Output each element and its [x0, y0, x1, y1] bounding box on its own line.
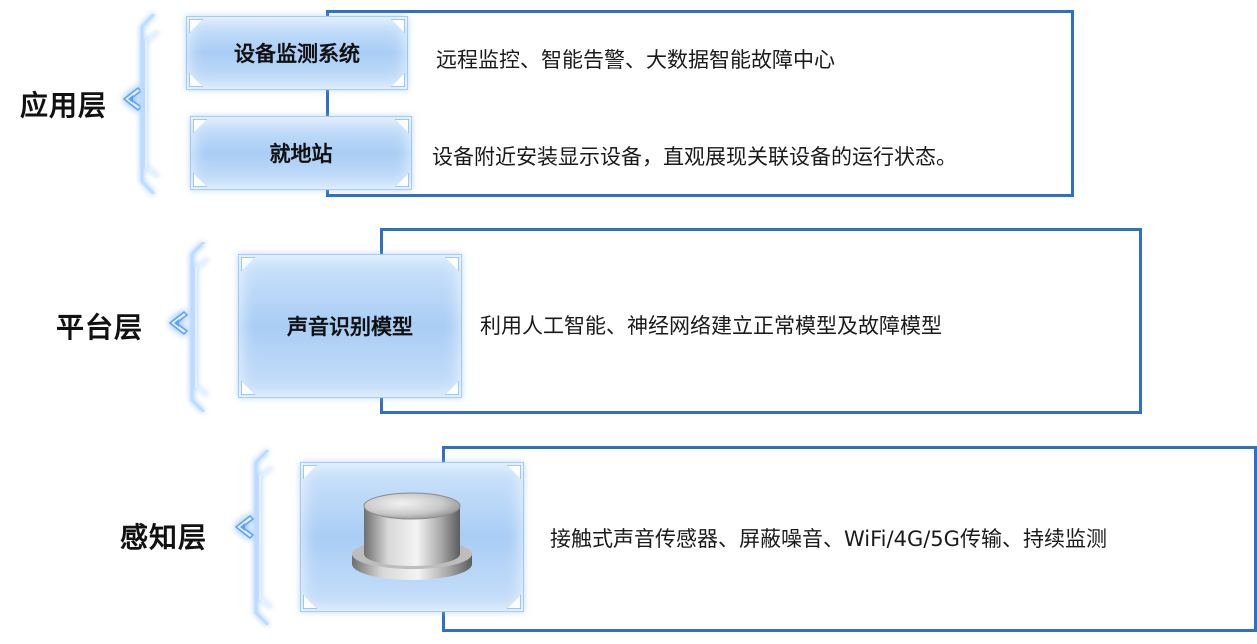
tile-corner-icon [193, 173, 207, 187]
tile-corner-icon [193, 119, 207, 133]
tile-corner-icon [395, 173, 409, 187]
bracket-icon [132, 14, 160, 194]
tile-label: 就地站 [269, 142, 333, 166]
acoustic-sensor-image [352, 492, 472, 580]
tile-label: 设备监测系统 [234, 42, 360, 66]
description-acoustic-sensor: 接触式声音传感器、屏蔽噪音、WiFi/4G/5G传输、持续监测 [550, 527, 1107, 551]
tile-acoustic-sensor [300, 462, 524, 612]
tile-corner-icon [445, 257, 459, 271]
tile-corner-icon [241, 381, 255, 395]
tile-corner-icon [395, 119, 409, 133]
tile-corner-icon [189, 19, 203, 33]
tile-label: 声音识别模型 [287, 315, 413, 339]
tile-local-station: 就地站 [190, 116, 412, 190]
description-sound-recognition: 利用人工智能、神经网络建立正常模型及故障模型 [480, 314, 942, 338]
tile-corner-icon [445, 381, 459, 395]
tile-corner-icon [507, 465, 521, 479]
tile-corner-icon [303, 465, 317, 479]
tile-corner-icon [391, 19, 405, 33]
tile-corner-icon [507, 595, 521, 609]
layer-label-platform: 平台层 [56, 311, 144, 344]
application-layer-frame [326, 10, 1074, 197]
layer-label-application: 应用层 [20, 89, 108, 122]
tile-corner-icon [241, 257, 255, 271]
bracket-icon [182, 242, 210, 412]
tile-corner-icon [391, 73, 405, 87]
bracket-icon [246, 450, 274, 625]
description-device-monitoring: 远程监控、智能告警、大数据智能故障中心 [436, 48, 835, 72]
tile-corner-icon [189, 73, 203, 87]
layer-label-perception: 感知层 [120, 521, 208, 554]
tile-sound-recognition-model: 声音识别模型 [238, 254, 462, 398]
tile-corner-icon [303, 595, 317, 609]
tile-device-monitoring-system: 设备监测系统 [186, 16, 408, 90]
description-local-station: 设备附近安装显示设备，直观展现关联设备的运行状态。 [432, 145, 957, 169]
